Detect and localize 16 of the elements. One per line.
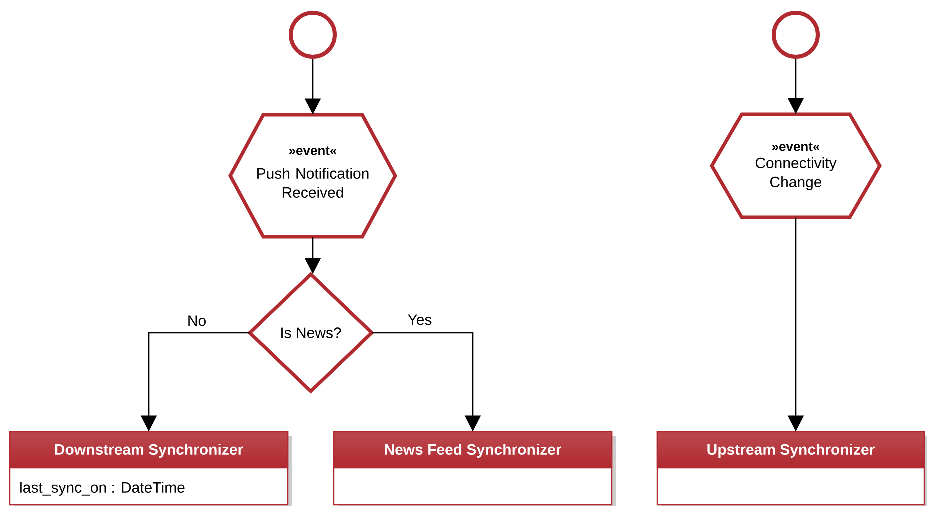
edge-label: Yes — [406, 314, 434, 326]
attribute-text: last_sync_on : DateTime — [20, 482, 185, 496]
event-label: Push Notification Received — [258, 168, 369, 198]
event-hexagon — [228, 113, 398, 239]
start-circle — [772, 11, 820, 59]
event-label: Connectivity Change — [756, 158, 837, 190]
class-name: News Feed Synchronizer — [385, 444, 562, 458]
stereotype-label: »event« — [289, 146, 337, 156]
class-name: Downstream Synchronizer — [55, 444, 244, 458]
start-circle — [289, 11, 337, 59]
class-box — [9, 431, 292, 506]
class-name: Upstream Synchronizer — [708, 444, 875, 458]
stereotype-label: »event« — [772, 142, 820, 152]
class-box — [333, 431, 616, 506]
class-box — [656, 431, 927, 506]
edge-label: No — [186, 314, 208, 328]
